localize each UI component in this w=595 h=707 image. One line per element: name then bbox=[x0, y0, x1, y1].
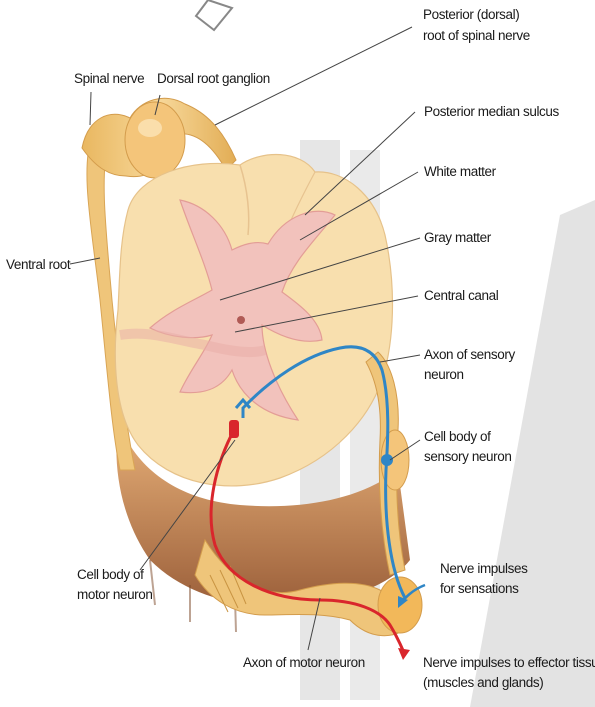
label-cell-body-sensory-line1: Cell body of bbox=[424, 428, 511, 445]
label-white-matter: White matter bbox=[424, 163, 496, 180]
central-canal-dot bbox=[237, 316, 245, 324]
label-nerve-impulses-sensations-line2: for sensations bbox=[440, 580, 527, 597]
label-dorsal-root-ganglion: Dorsal root ganglion bbox=[157, 70, 270, 87]
label-gray-matter: Gray matter bbox=[424, 229, 491, 246]
label-ventral-root: Ventral root bbox=[6, 256, 70, 273]
label-posterior-root-line2: root of spinal nerve bbox=[423, 27, 530, 44]
label-axon-sensory-line2: neuron bbox=[424, 366, 515, 383]
label-cell-body-motor-line2: motor neuron bbox=[77, 586, 153, 603]
label-cell-body-sensory: Cell body of sensory neuron bbox=[424, 428, 511, 465]
label-cell-body-motor-line1: Cell body of bbox=[77, 566, 153, 583]
label-posterior-median-sulcus: Posterior median sulcus bbox=[424, 103, 559, 120]
label-central-canal: Central canal bbox=[424, 287, 498, 304]
label-spinal-nerve: Spinal nerve bbox=[74, 70, 144, 87]
label-nerve-impulses-effector: Nerve impulses to effector tissues (musc… bbox=[423, 654, 595, 691]
label-nerve-impulses-sensations: Nerve impulses for sensations bbox=[440, 560, 527, 597]
label-nerve-impulses-sensations-line1: Nerve impulses bbox=[440, 560, 527, 577]
label-nerve-impulses-effector-line2: (muscles and glands) bbox=[423, 674, 595, 691]
label-posterior-root: Posterior (dorsal) root of spinal nerve bbox=[423, 6, 530, 44]
label-nerve-impulses-effector-line1: Nerve impulses to effector tissues bbox=[423, 654, 595, 671]
label-cell-body-motor: Cell body of motor neuron bbox=[77, 566, 153, 603]
label-axon-sensory: Axon of sensory neuron bbox=[424, 346, 515, 383]
label-cell-body-sensory-line2: sensory neuron bbox=[424, 448, 511, 465]
label-axon-sensory-line1: Axon of sensory bbox=[424, 346, 515, 363]
label-posterior-root-line1: Posterior (dorsal) bbox=[423, 6, 530, 23]
label-axon-motor: Axon of motor neuron bbox=[243, 654, 365, 671]
